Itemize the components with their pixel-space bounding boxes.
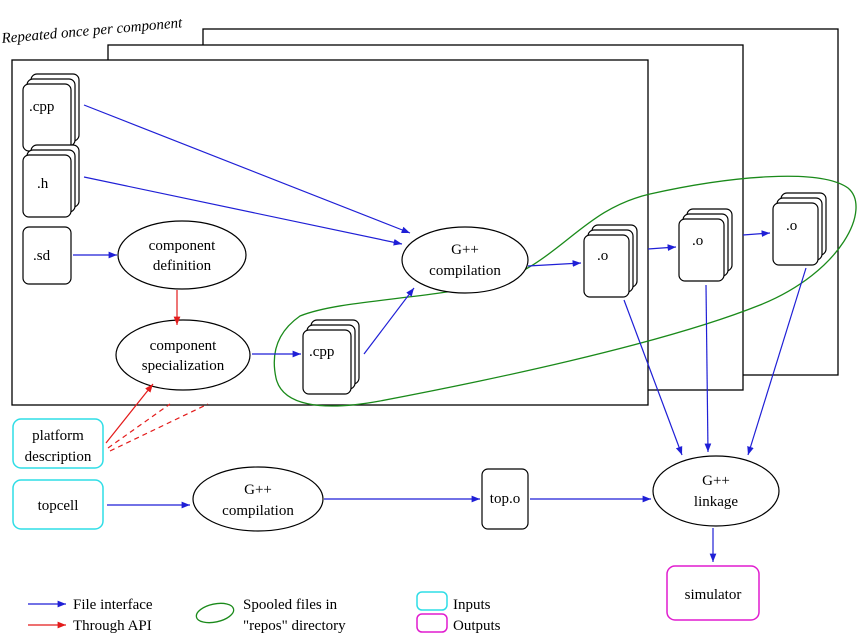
- dashed-platform-link-1: [107, 403, 171, 449]
- legend-spooled-line1: Spooled files in: [243, 597, 338, 613]
- legend-outputs-swatch: [416, 613, 448, 633]
- component-definition-line1: component: [149, 238, 216, 254]
- object-file-label-back: .o: [786, 218, 797, 234]
- component-specialization-node: component specialization: [115, 319, 251, 391]
- platform-description-line2: description: [25, 449, 92, 465]
- legend-spool-icon: [195, 602, 235, 624]
- cpp-source-label: .cpp: [29, 99, 54, 115]
- arrow-cpp-to-compilation: [83, 104, 411, 234]
- gpp-linkage-line2: linkage: [694, 494, 738, 510]
- arrow-platform-to-specialization: [105, 383, 154, 444]
- arrow-obj-front-to-linkage: [623, 299, 683, 456]
- repeat-caption: Repeated once per component: [0, 15, 184, 47]
- simulator-output: simulator: [666, 565, 760, 621]
- gpp-linkage-node: G++ linkage: [652, 455, 780, 527]
- header-file-stack: .h: [22, 144, 80, 218]
- generated-cpp-stack: .cpp: [302, 319, 360, 395]
- generated-cpp-label: .cpp: [309, 344, 334, 360]
- component-definition-node: component definition: [117, 220, 247, 290]
- gpp-compilation-top-line2: compilation: [222, 503, 294, 519]
- object-file-stack-middle: .o: [678, 208, 733, 282]
- arrow-obj-to-obj-back: [742, 230, 771, 237]
- component-specialization-line2: specialization: [142, 358, 225, 374]
- arrow-cpp-to-compilation-2: [363, 287, 415, 355]
- top-object-file: top.o: [481, 468, 529, 530]
- legend-spooled-line2: "repos" directory: [243, 618, 346, 634]
- legend-through-api: Through API: [73, 618, 152, 634]
- cpp-source-stack: .cpp: [22, 73, 80, 152]
- object-file-stack-back: .o: [772, 192, 827, 266]
- gpp-compilation-top-line1: G++: [244, 482, 272, 498]
- header-file-label: .h: [37, 176, 49, 192]
- gpp-compilation-node: G++ compilation: [401, 226, 529, 294]
- arrow-obj-back-to-linkage: [747, 267, 807, 456]
- legend-outputs: Outputs: [453, 618, 501, 634]
- legend-inputs-swatch: [416, 591, 448, 611]
- legend-file-interface: File interface: [73, 597, 153, 613]
- arrow-obj-to-obj-middle: [647, 244, 677, 251]
- top-object-label: top.o: [490, 491, 520, 507]
- gpp-compilation-top-node: G++ compilation: [192, 466, 324, 532]
- object-file-label-front: .o: [597, 248, 608, 264]
- object-file-label-middle: .o: [692, 233, 703, 249]
- sd-file: .sd: [22, 226, 72, 285]
- gpp-compilation-line2: compilation: [429, 263, 501, 279]
- component-specialization-line1: component: [150, 338, 217, 354]
- legend-inputs: Inputs: [453, 597, 491, 613]
- dashed-platform-link-2: [109, 403, 209, 452]
- platform-description-line1: platform: [32, 428, 84, 444]
- gpp-compilation-line1: G++: [451, 242, 479, 258]
- arrow-compilation-to-obj: [527, 260, 582, 267]
- component-definition-line2: definition: [153, 258, 212, 274]
- topcell-label: topcell: [38, 498, 79, 514]
- arrow-h-to-compilation: [83, 176, 403, 246]
- topcell-input: topcell: [12, 479, 104, 530]
- gpp-linkage-line1: G++: [702, 473, 730, 489]
- sd-file-label: .sd: [33, 248, 51, 264]
- arrow-obj-middle-to-linkage: [704, 284, 712, 453]
- platform-description-input: platform description: [12, 418, 104, 469]
- legend: File interface Through API Spooled files…: [28, 591, 501, 634]
- object-file-stack-front: .o: [583, 224, 638, 298]
- simulator-label: simulator: [685, 587, 742, 603]
